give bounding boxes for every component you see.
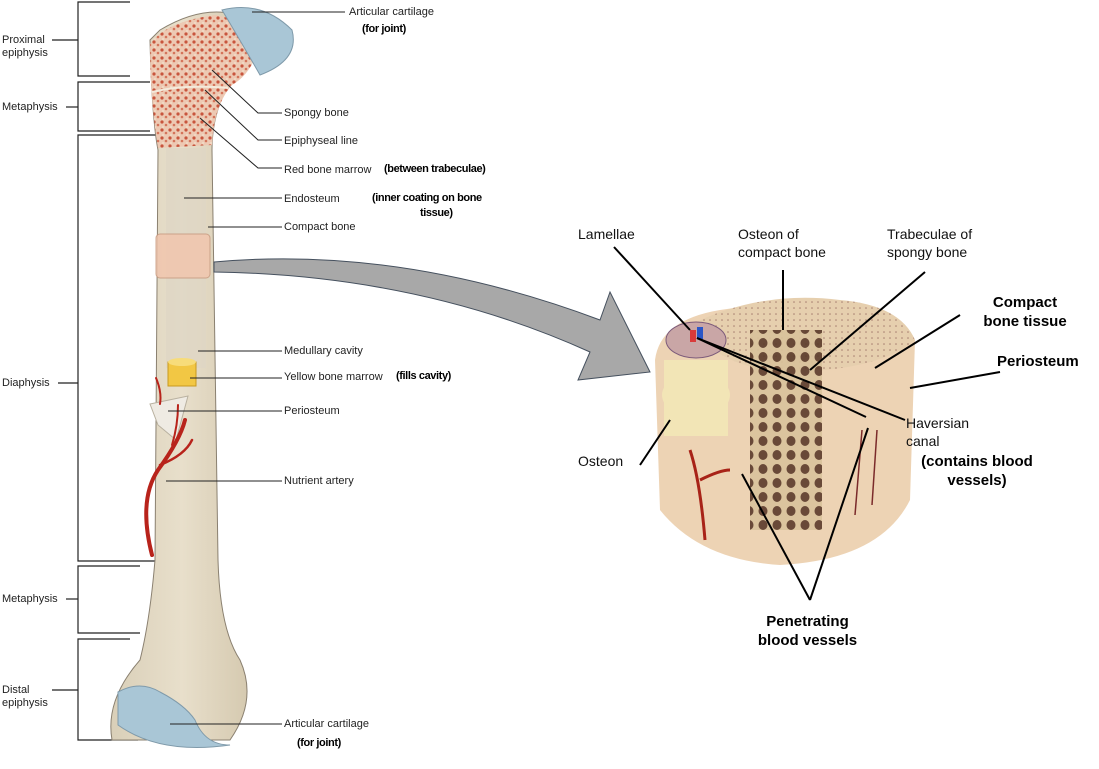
detail-leader-lines (613, 246, 1001, 601)
label-haversian-line1: Haversian (906, 415, 970, 431)
label-penetrating-line1: Penetrating (766, 613, 849, 630)
region-distal-epiphysis: Distal epiphysis (2, 684, 52, 710)
note-yellow-bone-marrow: (fills cavity) (396, 370, 451, 382)
bracket-diaphysis (77, 134, 160, 562)
note-articular-cartilage-bottom: (for joint) (297, 737, 341, 749)
label-compact-bone-tissue-line2: bone tissue (983, 313, 1067, 330)
label-lamellae: Lamellae (578, 226, 635, 242)
long-bone (110, 7, 294, 748)
label-osteon: Osteon (578, 453, 624, 469)
label-trabeculae-line1: Trabeculae of (887, 226, 973, 242)
label-epiphyseal-line: Epiphyseal line (284, 135, 358, 147)
label-osteon-compact-line2: compact bone (738, 244, 826, 260)
region-metaphysis-top: Metaphysis (2, 101, 58, 113)
region-proximal-epiphysis-text: Proximal epiphysis (2, 34, 48, 59)
label-trabeculae: Trabeculae of spongy bone (887, 225, 972, 261)
nutrient-artery (144, 377, 194, 557)
label-periosteum: Periosteum (284, 405, 340, 417)
label-compact-bone: Compact bone (284, 221, 356, 233)
note-articular-cartilage-top: (for joint) (362, 23, 406, 35)
region-proximal-epiphysis: Proximal epiphysis (2, 34, 52, 60)
label-osteon-compact: Osteon of compact bone (738, 225, 826, 261)
note-endosteum-1: (inner coating on bone (372, 192, 482, 204)
label-haversian-line2: canal (906, 433, 940, 449)
compact-bone-band (155, 233, 211, 279)
articular-cartilage-top (221, 7, 294, 76)
label-medullary-cavity: Medullary cavity (284, 345, 363, 357)
region-metaphysis-bottom: Metaphysis (2, 593, 58, 605)
note-haversian-line2: vessels) (947, 472, 1007, 489)
label-penetrating-line2: blood vessels (757, 632, 858, 649)
note-haversian-line1: (contains blood (921, 453, 1033, 470)
region-brackets (52, 1, 160, 741)
label-red-bone-marrow: Red bone marrow (284, 164, 372, 176)
label-spongy-bone: Spongy bone (284, 107, 349, 119)
label-osteon-compact-line1: Osteon of (738, 226, 799, 242)
articular-cartilage-bottom (117, 685, 231, 748)
spongy-bone-region (150, 15, 258, 148)
bone-leader-lines (166, 11, 345, 725)
bracket-metaphysis-bottom (77, 565, 140, 634)
label-penetrating-blood-vessels: Penetrating blood vessels (745, 612, 870, 650)
trabeculae-block (750, 330, 822, 530)
zoom-arrow (213, 258, 651, 381)
label-nutrient-artery: Nutrient artery (284, 475, 354, 487)
haversian-red (690, 330, 696, 342)
note-red-bone-marrow: (between trabeculae) (384, 163, 486, 175)
label-detail-periosteum: Periosteum (997, 353, 1079, 370)
label-articular-cartilage-bottom: Articular cartilage (284, 718, 369, 730)
label-endosteum: Endosteum (284, 193, 340, 205)
label-compact-bone-tissue: Compact bone tissue (975, 293, 1075, 331)
note-haversian-canal: (contains blood vessels) (912, 452, 1042, 490)
bracket-metaphysis-top (77, 81, 150, 132)
label-trabeculae-line2: spongy bone (887, 244, 968, 260)
region-distal-epiphysis-text: Distal epiphysis (2, 684, 48, 709)
note-endosteum-2: tissue) (420, 207, 453, 219)
bracket-proximal-epiphysis (77, 1, 130, 77)
label-compact-bone-tissue-line1: Compact (992, 294, 1058, 311)
region-diaphysis: Diaphysis (2, 377, 50, 389)
compact-bone-detail (655, 297, 915, 565)
label-haversian-canal: Haversian canal (906, 414, 969, 450)
haversian-blue (697, 327, 703, 339)
epiphyseal-line (151, 85, 229, 93)
label-yellow-bone-marrow: Yellow bone marrow (284, 371, 383, 383)
label-articular-cartilage-top: Articular cartilage (349, 6, 434, 18)
